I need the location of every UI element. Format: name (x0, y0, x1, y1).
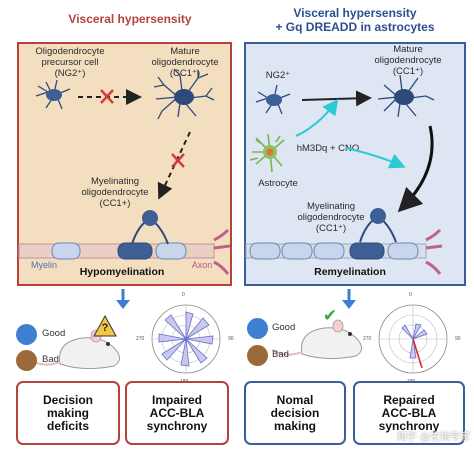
left-polar-tick-top: 0 (182, 292, 185, 298)
left-panel-title: Visceral hypersensity (68, 12, 192, 26)
opc-cell-icon (35, 79, 71, 110)
right-bad-label: Bad (272, 349, 289, 360)
right-down-arrow (342, 289, 356, 309)
impaired-acc-bla-synchrony-box: Impaired ACC-BLA synchrony (125, 381, 229, 445)
right-panel-title: Visceral hypersensity + Gq DREADD in ast… (275, 6, 435, 34)
ng2-cell-icon (255, 84, 291, 115)
right-polar-plot (378, 304, 448, 374)
astrocyte-icon (249, 133, 285, 173)
right-axon (245, 228, 443, 275)
left-good-label: Good (42, 328, 66, 339)
left-down-arrow (116, 289, 130, 309)
left-bad-dot (16, 350, 37, 371)
left-polar-plot (151, 304, 221, 374)
ng2-label: NG2⁺ (265, 70, 291, 81)
question-mark-glyph: ? (101, 322, 109, 334)
mature-oligodendrocyte-label: Mature oligodendrocyte (CC1⁺) (151, 46, 219, 79)
left-axon (18, 228, 231, 275)
remyelination-label: Remyelination (314, 266, 386, 278)
watermark: 知乎 @生物专家 (396, 432, 470, 443)
right-rat-icon (271, 319, 362, 360)
left-polar-tick-right: 90 (228, 336, 234, 342)
normal-decision-making-box: Nomal decision making (244, 381, 346, 445)
mature-oligodendrocyte-icon (153, 68, 215, 120)
left-myelinating-cell-icon (131, 210, 169, 245)
myelin-label: Myelin (30, 260, 57, 270)
differentiation-arrow (301, 90, 372, 107)
check-mark-icon: ✔ (322, 306, 338, 326)
left-rat-icon (29, 329, 120, 370)
right-myelinating-oligodendrocyte-label: Myelinating oligodendrocyte (CC1⁺) (297, 201, 365, 234)
right-polar-tick-top: 0 (409, 292, 412, 298)
astrocyte-label: Astrocyte (258, 178, 298, 189)
right-polar-tick-right: 90 (455, 336, 461, 342)
right-bad-dot (247, 345, 268, 366)
warning-question-icon (93, 314, 117, 337)
right-mature-oligodendrocyte-icon (377, 74, 435, 118)
repaired-acc-bla-synchrony-box: Repaired ACC-BLA synchrony (353, 381, 465, 445)
hypomyelination-label: Hypomyelination (79, 266, 165, 278)
right-good-label: Good (272, 322, 296, 333)
decision-making-deficits-box: Decision making deficits (16, 381, 120, 445)
blocked-arrow-diagonal (157, 131, 191, 200)
right-myelinating-cell-icon (359, 208, 397, 243)
axon-label: Axon (191, 260, 213, 270)
blocked-x-icon (100, 89, 114, 104)
astrocyte-to-myelination-arrow (345, 147, 406, 169)
left-bad-label: Bad (42, 354, 59, 365)
myelinating-oligodendrocyte-label: Myelinating oligodendrocyte (CC1+) (81, 176, 149, 209)
blocked-x-icon-2 (171, 153, 185, 168)
astrocyte-to-differentiation-arrow (295, 98, 339, 137)
right-mature-oligodendrocyte-label: Mature oligodendrocyte (CC1⁺) (374, 44, 442, 77)
left-polar-tick-left: 270 (136, 336, 145, 342)
opc-label: Oligodendrocyte precursor cell (NG2⁺) (35, 46, 105, 79)
drug-label: hM3Dq + CNO (296, 143, 360, 154)
right-good-dot (247, 318, 268, 339)
right-polar-tick-left: 270 (363, 336, 372, 342)
myelination-arrow (397, 125, 434, 213)
left-good-dot (16, 324, 37, 345)
